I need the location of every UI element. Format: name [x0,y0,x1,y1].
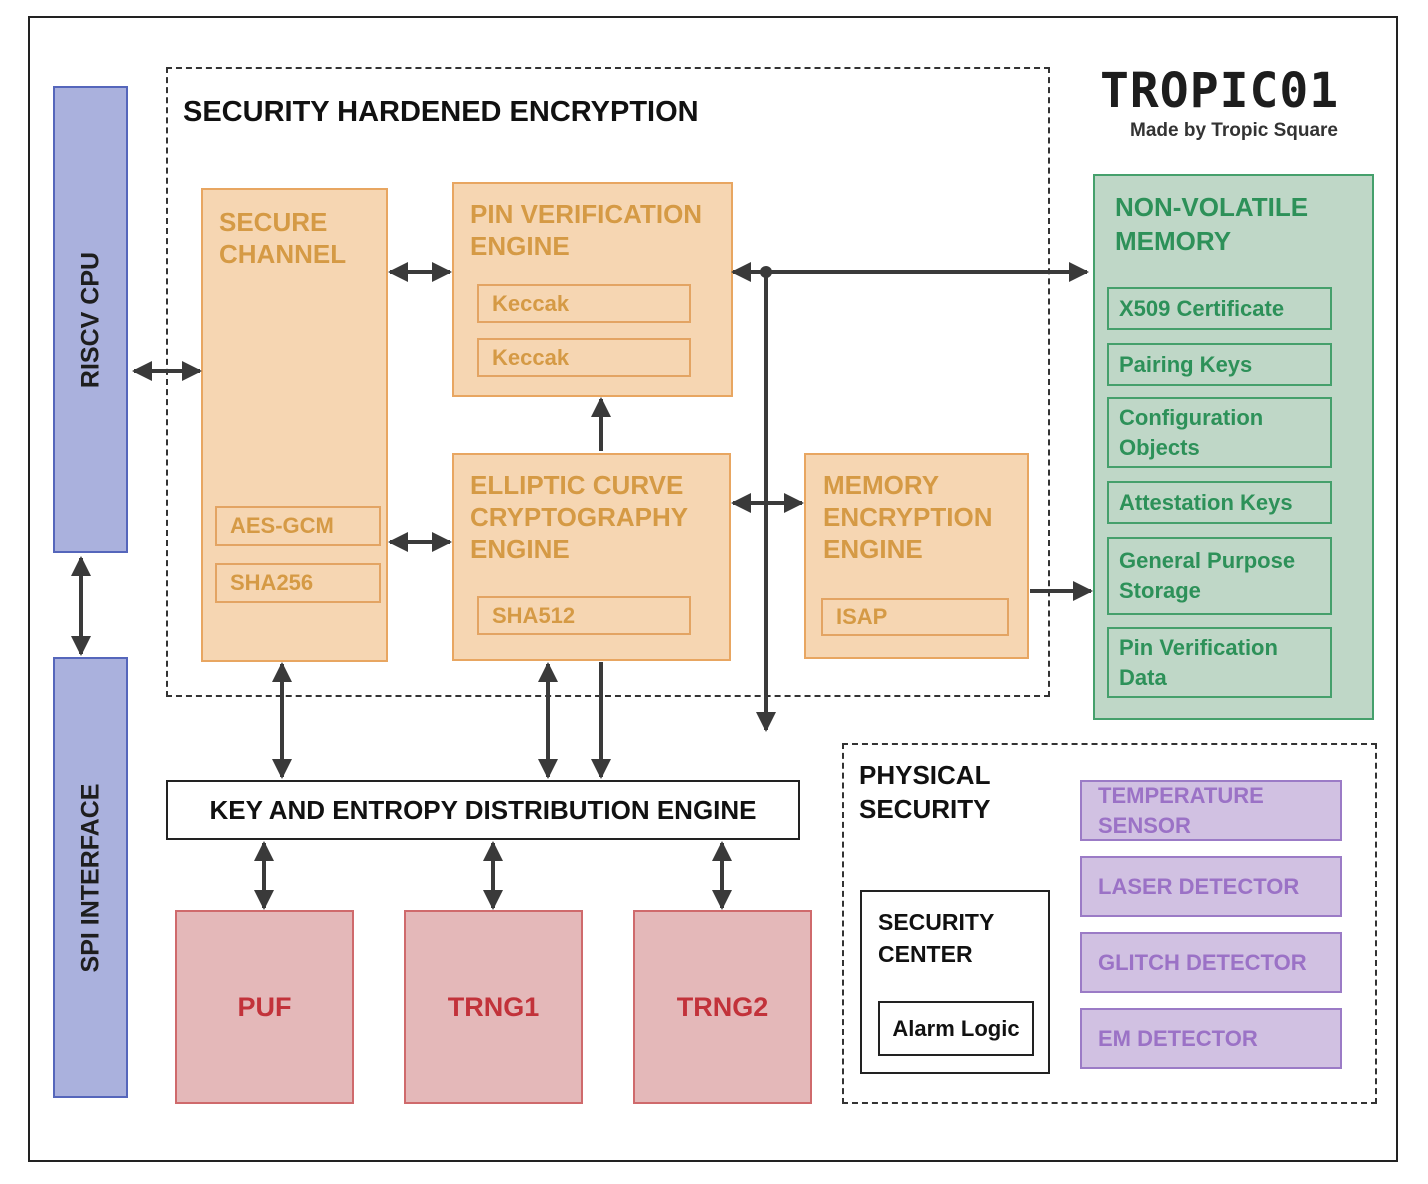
alarm-logic-box: Alarm Logic [878,1001,1034,1056]
logo-name: TROPIC01 [1100,63,1340,119]
pin-verification-engine-title: PIN VERIFICATION ENGINE [470,199,703,261]
nvm-attestation-keys: Attestation Keys [1107,481,1332,524]
trng1-label: TRNG1 [447,991,540,1022]
pin-verification-engine-block: PIN VERIFICATION ENGINE Keccak Keccak [452,182,733,397]
tropic01-logo: TROPIC01 Made by Tropic Square [1100,64,1380,144]
keccak-box-2: Keccak [477,338,691,377]
trng1-block: TRNG1 [404,910,583,1104]
memory-encryption-engine-title: MEMORY ENCRYPTION ENGINE [823,470,993,564]
em-detector-block: EM DETECTOR [1080,1008,1342,1069]
spi-interface-block: SPI INTERFACE [53,657,128,1098]
security-center-block: SECURITY CENTER Alarm Logic [860,890,1050,1074]
ecc-engine-block: ELLIPTIC CURVE CRYPTOGRAPHY ENGINE SHA51… [452,453,731,661]
nvm-configuration-objects: Configuration Objects [1107,397,1332,468]
physical-security-title: PHYSICAL SECURITY [859,760,991,824]
keccak-box-1: Keccak [477,284,691,323]
sha256-box: SHA256 [215,563,381,603]
trng2-label: TRNG2 [676,991,769,1022]
memory-encryption-engine-block: MEMORY ENCRYPTION ENGINE ISAP [804,453,1029,659]
nvm-pairing-keys: Pairing Keys [1107,343,1332,386]
physical-security-region [842,743,1377,1104]
puf-block: PUF [175,910,354,1104]
trng2-block: TRNG2 [633,910,812,1104]
secure-channel-block: SECURE CHANNEL AES-GCM SHA256 [201,188,388,662]
secure-channel-title: SECURE CHANNEL [219,207,347,269]
security-hardened-title: SECURITY HARDENED ENCRYPTION [183,96,699,128]
puf-label: PUF [237,991,292,1022]
security-center-title: SECURITY CENTER [878,909,995,967]
glitch-detector-block: GLITCH DETECTOR [1080,932,1342,993]
key-entropy-distribution-engine: KEY AND ENTROPY DISTRIBUTION ENGINE [166,780,800,840]
bus-junction-dot [760,266,772,278]
ecc-engine-title: ELLIPTIC CURVE CRYPTOGRAPHY ENGINE [470,470,689,564]
logo-tagline: Made by Tropic Square [1130,120,1338,141]
diagram-frame [28,16,1398,1162]
laser-detector-block: LASER DETECTOR [1080,856,1342,917]
isap-box: ISAP [821,598,1009,636]
temperature-sensor-block: TEMPERATURE SENSOR [1080,780,1342,841]
nvm-pin-verification-data: Pin Verification Data [1107,627,1332,698]
nvm-title: NON-VOLATILE MEMORY [1115,192,1309,256]
key-entropy-title: KEY AND ENTROPY DISTRIBUTION ENGINE [209,794,757,825]
aes-gcm-box: AES-GCM [215,506,381,546]
sha512-box: SHA512 [477,596,691,635]
non-volatile-memory-block: NON-VOLATILE MEMORY X509 Certificate Pai… [1093,174,1374,720]
riscv-cpu-block: RISCV CPU [53,86,128,553]
nvm-general-purpose-storage: General Purpose Storage [1107,537,1332,615]
nvm-x509-certificate: X509 Certificate [1107,287,1332,330]
security-hardened-region [166,67,1050,697]
